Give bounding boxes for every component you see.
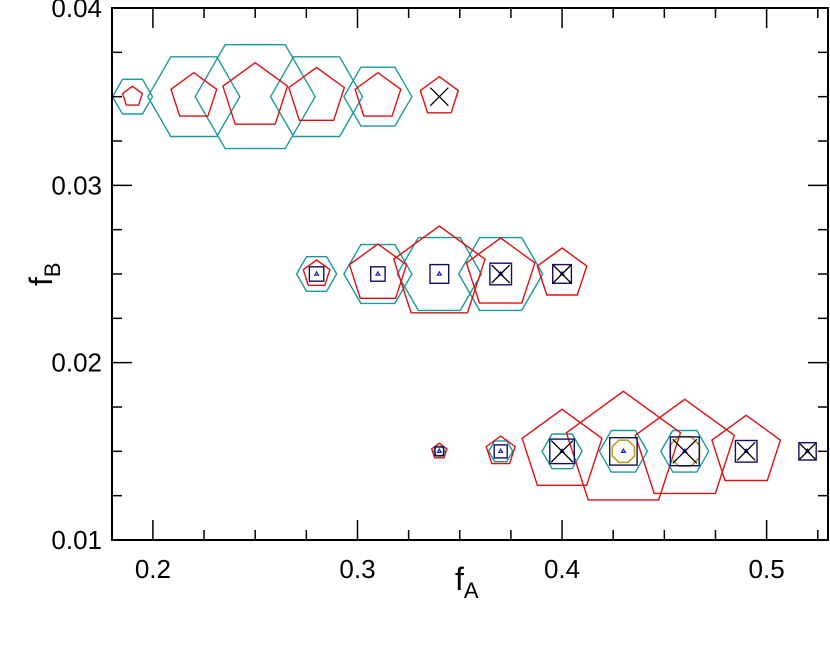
square-marker-1 xyxy=(370,266,386,282)
chart-marks xyxy=(111,44,817,501)
triangle-marker-5 xyxy=(436,447,443,453)
cross-marker-3 xyxy=(550,440,574,463)
hexagon-marker-5 xyxy=(295,256,338,292)
pentagon-marker-2 xyxy=(222,61,289,125)
square-marker-4 xyxy=(552,263,573,285)
triangle-marker-8 xyxy=(620,447,627,453)
pentagon-marker-15 xyxy=(634,398,736,495)
square-marker-3 xyxy=(489,262,513,286)
cross-marker-1 xyxy=(491,264,511,284)
pentagon-marker-11 xyxy=(430,442,448,459)
x-axis-label-sub: A xyxy=(464,578,479,603)
x-tick-label: 0.5 xyxy=(749,554,785,584)
pentagon-marker-0 xyxy=(121,85,144,106)
cross-marker-0 xyxy=(429,87,449,107)
triangle-marker-1 xyxy=(374,270,381,276)
square-marker-10 xyxy=(734,439,758,463)
square-marker-2 xyxy=(429,263,450,285)
hexagon-marker-4 xyxy=(343,66,413,127)
pentagon-marker-12 xyxy=(485,435,516,465)
pentagon-marker-3 xyxy=(287,66,346,122)
pentagon-marker-10 xyxy=(536,247,588,296)
y-axis-label: fB xyxy=(23,262,65,286)
hexagon-marker-13 xyxy=(659,429,710,473)
cross-marker-6 xyxy=(799,443,816,460)
chart-axes: 0.2 0.3 0.4 0.5 0.01 0.02 0.03 0.04 xyxy=(51,0,829,584)
square-marker-9 xyxy=(669,436,700,467)
hexagon-marker-1 xyxy=(146,56,241,138)
pentagon-marker-13 xyxy=(521,408,603,486)
triangle-marker-0 xyxy=(313,270,320,276)
octagon-marker-0 xyxy=(611,439,636,464)
x-tick-label: 0.2 xyxy=(135,554,171,584)
y-tick-label: 0.01 xyxy=(51,525,102,555)
x-tick-label: 0.3 xyxy=(339,554,375,584)
hexagon-marker-2 xyxy=(194,44,317,150)
pentagon-marker-4 xyxy=(354,71,402,117)
square-marker-5 xyxy=(434,446,445,457)
square-marker-8 xyxy=(609,437,638,466)
x-axis-label: fA xyxy=(455,561,479,603)
pentagon-marker-6 xyxy=(302,259,331,286)
hexagon-marker-7 xyxy=(396,236,483,312)
cross-marker-4 xyxy=(672,438,698,464)
y-axis-label-sub: B xyxy=(40,262,65,277)
pentagon-marker-16 xyxy=(711,414,782,482)
triangle-marker-6 xyxy=(497,447,504,453)
x-tick-label: 0.4 xyxy=(544,554,580,584)
cross-marker-2 xyxy=(552,264,572,284)
pentagon-marker-7 xyxy=(348,243,408,299)
cross-marker-5 xyxy=(736,441,756,461)
square-marker-11 xyxy=(798,442,817,461)
triangle-marker-2 xyxy=(436,270,443,276)
hexagon-marker-3 xyxy=(269,56,364,138)
hexagon-marker-8 xyxy=(457,236,544,312)
y-tick-label: 0.02 xyxy=(51,348,102,378)
pentagon-marker-9 xyxy=(465,237,536,304)
pentagon-marker-8 xyxy=(392,225,486,314)
y-tick-label: 0.04 xyxy=(51,0,102,23)
square-marker-0 xyxy=(308,266,325,282)
hexagon-marker-11 xyxy=(541,433,583,470)
square-marker-6 xyxy=(493,444,508,459)
pentagon-marker-5 xyxy=(419,75,460,114)
pentagon-marker-1 xyxy=(170,71,218,117)
y-tick-label: 0.03 xyxy=(51,170,102,200)
hexagon-marker-6 xyxy=(343,243,413,305)
square-marker-7 xyxy=(549,438,575,465)
hexagon-marker-12 xyxy=(598,429,649,473)
y-axis-label-base: f xyxy=(23,277,59,286)
pentagon-marker-14 xyxy=(565,390,682,501)
x-axis-label-base: f xyxy=(455,561,464,597)
